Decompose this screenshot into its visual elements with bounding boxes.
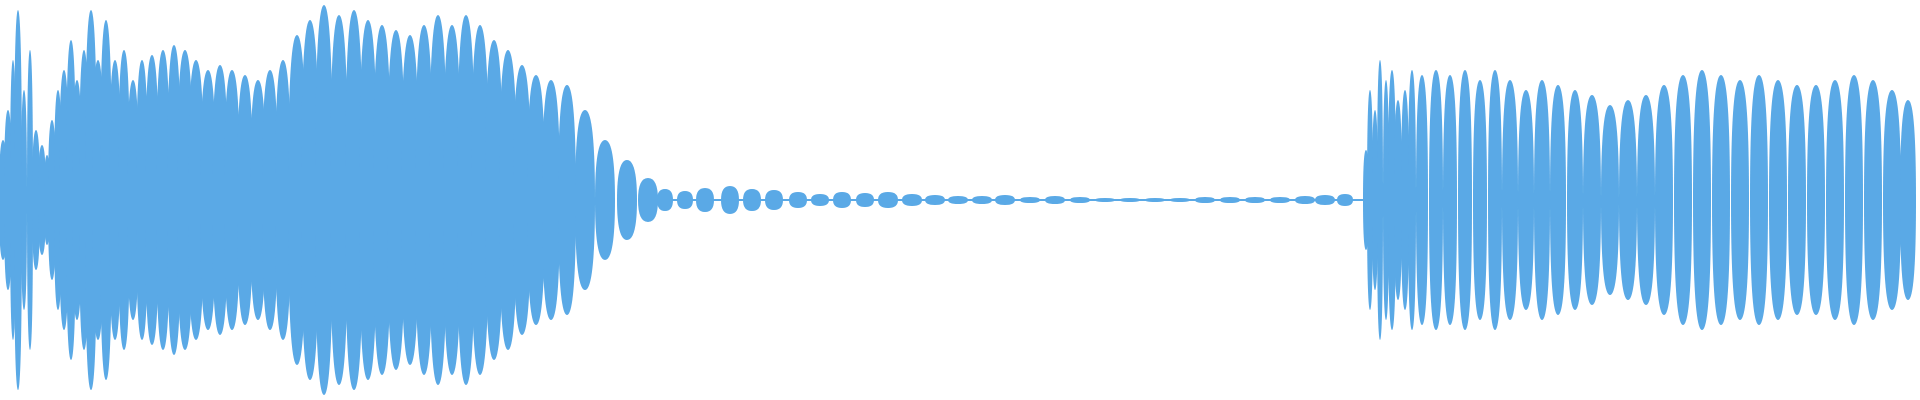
waveform-lobe (1488, 70, 1502, 330)
waveform-lobe (1655, 85, 1673, 315)
waveform-lobe (415, 25, 433, 375)
waveform-lobe (1637, 95, 1655, 305)
waveform-lobe (345, 10, 363, 390)
waveform-lobe (1473, 80, 1487, 320)
waveform-lobe (330, 15, 348, 385)
waveform-lobe (27, 50, 33, 350)
waveform-lobe (429, 15, 447, 385)
waveform-lobe (1845, 75, 1863, 325)
waveform-lobe (1900, 100, 1916, 300)
waveform-lobe (575, 110, 595, 290)
waveform-lobe (1383, 80, 1389, 320)
waveform-lobe (1788, 85, 1806, 315)
waveform-lobe (527, 75, 545, 325)
waveform-lobe (301, 20, 319, 380)
waveform-lobe (1731, 80, 1749, 320)
waveform-lobe (595, 140, 615, 260)
waveform-lobe (1408, 70, 1416, 330)
waveform-lobe (558, 85, 576, 315)
waveform-lobe (1394, 100, 1402, 300)
waveform-lobe (32, 130, 40, 270)
waveform-lobe (167, 45, 181, 355)
waveform-lobe (127, 80, 139, 320)
waveform-lobe (38, 145, 46, 255)
waveform-lobe (188, 60, 204, 340)
waveform-lobe (1864, 80, 1882, 320)
waveform-lobe (617, 160, 637, 240)
waveform-lobe (387, 30, 405, 370)
waveform-lobe (1367, 90, 1373, 310)
waveform-lobe (1750, 75, 1768, 325)
waveform-lobe (1550, 85, 1566, 315)
waveform-lobe (457, 15, 475, 385)
waveform-lobe (1502, 80, 1518, 320)
waveform-lobe (1416, 75, 1428, 325)
waveform-lobe (100, 20, 112, 380)
waveform-lobe (1807, 85, 1825, 315)
waveform-lobe (315, 5, 333, 395)
waveform-lobe (1567, 90, 1583, 310)
waveform-lobe (1443, 75, 1457, 325)
waveform-lobe (1518, 90, 1534, 310)
waveform-lobe (1388, 70, 1396, 330)
waveform-lobe (109, 60, 121, 340)
waveform-lobe (1712, 75, 1730, 325)
waveform-lobe (1674, 75, 1692, 325)
waveform-lobe (542, 80, 560, 320)
waveform-lobe (443, 25, 461, 375)
waveform-lobe (1534, 80, 1550, 320)
waveform-lobe (136, 60, 148, 340)
waveform-lobe (1458, 70, 1472, 330)
waveform-lobe (1601, 105, 1619, 295)
waveform-lobe (499, 50, 517, 350)
waveform-lobe (471, 25, 489, 375)
waveform-lobe (1769, 80, 1787, 320)
waveform-lobe (401, 35, 419, 365)
waveform-lobe (1377, 60, 1383, 340)
waveform-lobe (513, 65, 531, 335)
waveform-lobe (1372, 110, 1378, 290)
waveform-lobe (118, 50, 130, 350)
waveform-lobe (485, 40, 503, 360)
waveform-lobe (373, 25, 391, 375)
waveform-lobe (14, 10, 22, 390)
waveform-lobe (1883, 90, 1901, 310)
waveform-lobe (1401, 90, 1409, 310)
waveform-lobe (1619, 100, 1637, 300)
waveform-lobe (156, 50, 170, 350)
waveform-lobe (275, 60, 291, 340)
waveform-lobe (48, 120, 56, 280)
waveform-lobe (288, 35, 306, 365)
waveform-lobe (262, 70, 278, 330)
waveform-lobe (1429, 70, 1443, 330)
waveform-lobe (212, 65, 228, 335)
waveform-lobe (250, 80, 266, 320)
waveform-lobe (1583, 95, 1601, 305)
waveform-lobe (4, 110, 12, 290)
waveform-lobe (145, 55, 159, 345)
waveform-lobe (21, 90, 27, 310)
waveform-lobe (200, 70, 216, 330)
waveform-lobe (1693, 70, 1711, 330)
waveform-lobe (237, 75, 253, 325)
waveform-lobe (1826, 80, 1844, 320)
waveform-lobe (359, 20, 377, 380)
waveform-lobe (224, 70, 240, 330)
